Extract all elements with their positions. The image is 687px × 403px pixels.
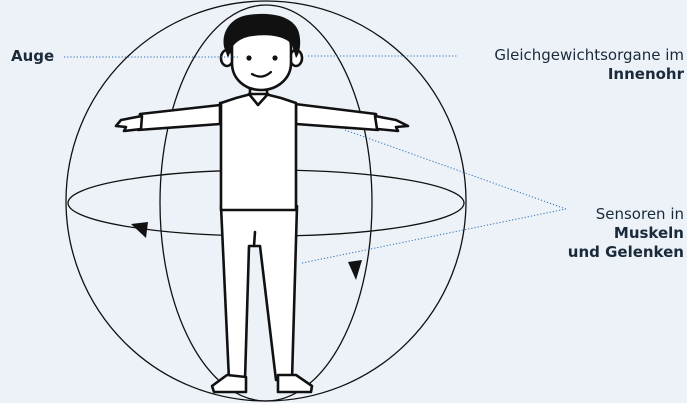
left-foot <box>212 375 246 392</box>
sensors-label-muscles: Muskeln <box>614 224 684 242</box>
legs <box>221 206 297 380</box>
inner-ear-label: Gleichgewichtsorgane im Innenohr <box>494 46 684 84</box>
left-eye <box>246 55 251 60</box>
meridian-arrow <box>348 260 362 280</box>
eye-label: Auge <box>11 47 54 66</box>
inner-ear-label-bold: Innenohr <box>608 65 684 83</box>
right-eye <box>272 55 277 60</box>
sensors-label-line1: Sensoren in <box>568 205 684 224</box>
muscle-leader <box>345 130 566 209</box>
joint-leader <box>302 209 566 263</box>
sensors-label: Sensoren in Muskeln und Gelenken <box>568 205 684 262</box>
equator-arrow <box>131 222 148 238</box>
inner-ear-label-line2: Innenohr <box>494 65 684 84</box>
sensors-label-line3: und Gelenken <box>568 243 684 262</box>
inner-ear-label-line1: Gleichgewichtsorgane im <box>494 46 684 65</box>
leader-lines <box>64 56 566 263</box>
leg-split <box>254 232 255 246</box>
sensors-label-line2: Muskeln <box>568 224 684 243</box>
torso <box>221 94 296 210</box>
right-foot <box>278 375 312 392</box>
sensors-label-joints: und Gelenken <box>568 243 684 261</box>
right-hand <box>375 116 408 131</box>
right-arm <box>287 103 378 130</box>
left-hand <box>116 116 142 131</box>
